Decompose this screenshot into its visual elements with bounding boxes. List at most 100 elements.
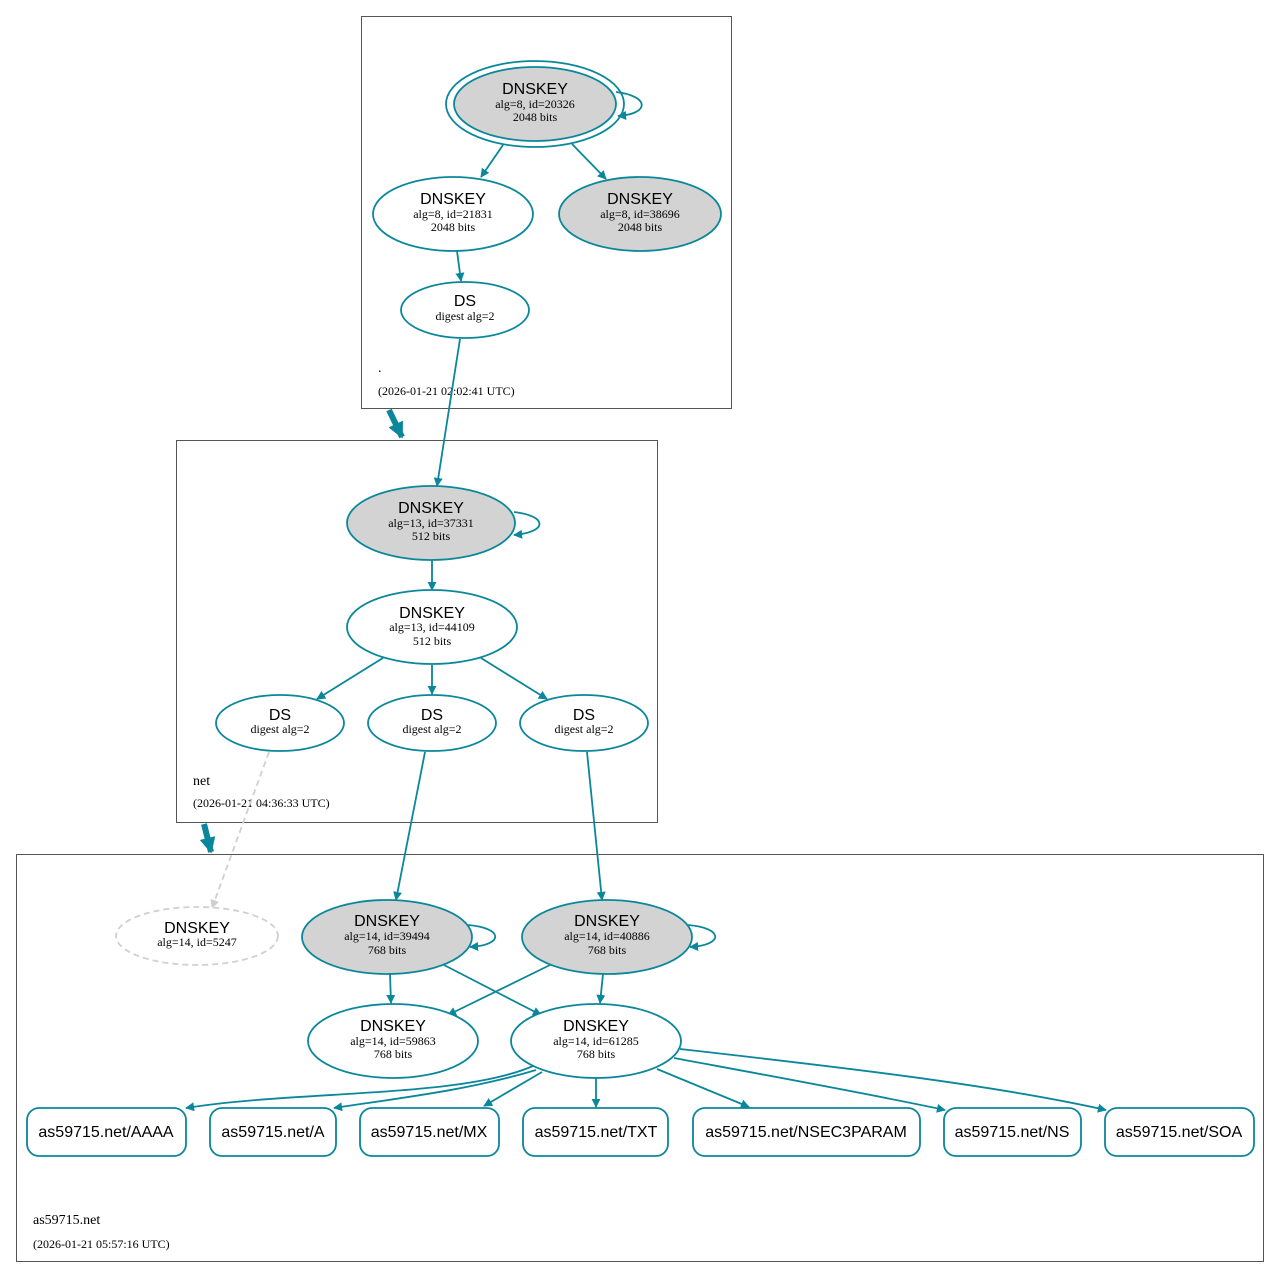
ds-node-net-2: DS digest alg=2: [367, 694, 497, 752]
edge-zsk2-ns: [673, 1057, 946, 1113]
ds-node-net-3: DS digest alg=2: [519, 694, 649, 752]
node-title: DNSKEY: [399, 605, 465, 622]
node-ellipse: [115, 906, 279, 966]
node-bits: 2048 bits: [618, 220, 663, 234]
node-alg-id: alg=14, id=39494: [344, 929, 430, 943]
node-ellipse: [215, 694, 345, 752]
rrset-label: as59715.net/AAAA: [38, 1124, 174, 1141]
edge-dom-ksk1-self: [467, 924, 497, 952]
node-alg-id: alg=14, id=5247: [157, 935, 237, 949]
rrset-box: [209, 1107, 337, 1157]
node-ellipse: [346, 485, 516, 561]
dnskey-node-net-zsk: DNSKEY alg=13, id=44109 512 bits: [346, 589, 518, 665]
node-title: DNSKEY: [398, 500, 464, 517]
node-bits: 768 bits: [368, 943, 407, 957]
node-ellipse: [367, 694, 497, 752]
node-digest: digest alg=2: [402, 722, 461, 736]
rrset-node-aaaa: as59715.net/AAAA: [26, 1107, 187, 1157]
delegation-arrow-root-net: [386, 408, 405, 439]
zone-root-timestamp: (2026-01-21 02:02:41 UTC): [378, 384, 515, 398]
node-alg-id: alg=14, id=40886: [564, 929, 650, 943]
dnskey-node-domain-ksk2: DNSKEY alg=14, id=40886 768 bits: [521, 899, 693, 975]
rrset-label: as59715.net/SOA: [1116, 1124, 1243, 1141]
rrset-label: as59715.net/NSEC3PARAM: [705, 1124, 907, 1141]
edge-root-ds-net-ksk: [433, 338, 461, 487]
ds-node-root: DS digest alg=2: [400, 281, 530, 339]
delegation-arrow-net-domain: [199, 823, 216, 854]
zone-domain: as59715.net (2026-01-21 05:57:16 UTC): [16, 854, 1264, 1262]
node-ellipse: [558, 176, 722, 252]
rrset-node-txt: as59715.net/TXT: [522, 1107, 669, 1157]
node-ellipse: [372, 176, 534, 252]
edge-dom-ksk1-zsk1: [386, 973, 396, 1004]
node-digest: digest alg=2: [435, 309, 494, 323]
node-ellipse: [510, 1003, 682, 1079]
edge-net-zsk-ds3: [480, 657, 548, 700]
rrset-node-ns: as59715.net/NS: [943, 1107, 1082, 1157]
node-ellipse: [453, 66, 617, 142]
edge-net-ds3-dom-ksk2: [586, 751, 606, 901]
edge-dom-ksk1-zsk2: [443, 964, 542, 1016]
node-digest: digest alg=2: [250, 722, 309, 736]
zone-domain-box: [16, 854, 1264, 1262]
zone-root-name: .: [378, 361, 382, 376]
rrset-box: [943, 1107, 1082, 1157]
rrset-label: as59715.net/TXT: [535, 1124, 658, 1141]
node-bits: 2048 bits: [431, 220, 476, 234]
edge-zsk2-aaaa: [185, 1065, 534, 1112]
rrset-label: as59715.net/A: [221, 1124, 325, 1141]
rrset-node-mx: as59715.net/MX: [359, 1107, 500, 1157]
node-alg-id: alg=8, id=20326: [495, 97, 575, 111]
node-alg-id: alg=8, id=21831: [413, 207, 493, 221]
edge-root-zsk1-ds: [455, 250, 465, 282]
node-bits: 768 bits: [577, 1047, 616, 1061]
node-bits: 768 bits: [588, 943, 627, 957]
rrset-box: [26, 1107, 187, 1157]
node-title: DNSKEY: [502, 81, 568, 98]
node-ellipse: [400, 281, 530, 339]
dnskey-node-domain-ksk1: DNSKEY alg=14, id=39494 768 bits: [301, 899, 473, 975]
rrset-box: [359, 1107, 500, 1157]
node-title: DNSKEY: [607, 191, 673, 208]
node-alg-id: alg=14, id=59863: [350, 1034, 436, 1048]
zone-root: . (2026-01-21 02:02:41 UTC): [361, 16, 732, 409]
node-title: DNSKEY: [420, 191, 486, 208]
node-ellipse: [519, 694, 649, 752]
edge-zsk2-mx: [483, 1071, 543, 1107]
edge-net-ksk-self: [513, 511, 541, 539]
rrset-node-soa: as59715.net/SOA: [1104, 1107, 1255, 1157]
edge-dom-ksk2-zsk2: [596, 973, 606, 1004]
dnskey-node-domain-missing: DNSKEY alg=14, id=5247: [115, 906, 279, 966]
node-title: DNSKEY: [164, 920, 230, 937]
dnskey-node-root-zsk1: DNSKEY alg=8, id=21831 2048 bits: [372, 176, 534, 252]
zone-net-timestamp: (2026-01-21 04:36:33 UTC): [193, 796, 330, 810]
dnskey-node-root-ksk: DNSKEY alg=8, id=20326 2048 bits: [445, 60, 625, 148]
node-ellipse: [521, 899, 693, 975]
edge-net-ds2-dom-ksk1: [393, 751, 426, 901]
node-title: DS: [269, 707, 291, 724]
edge-root-ksk-self: [615, 91, 643, 120]
rrset-box: [522, 1107, 669, 1157]
dnskey-node-domain-zsk1: DNSKEY alg=14, id=59863 768 bits: [307, 1003, 479, 1079]
rrset-label: as59715.net/MX: [371, 1124, 488, 1141]
edge-zsk2-nsec3param: [656, 1068, 750, 1109]
dnskey-node-domain-zsk2: DNSKEY alg=14, id=61285 768 bits: [510, 1003, 682, 1079]
node-alg-id: alg=14, id=61285: [553, 1034, 639, 1048]
node-bits: 512 bits: [412, 529, 451, 543]
zone-root-box: [361, 16, 732, 409]
node-bits: 768 bits: [374, 1047, 413, 1061]
node-title: DNSKEY: [574, 913, 640, 930]
rrset-box: [1104, 1107, 1255, 1157]
node-ellipse: [301, 899, 473, 975]
zone-net-box: [176, 440, 658, 823]
node-alg-id: alg=13, id=44109: [389, 620, 475, 634]
ds-node-net-1: DS digest alg=2: [215, 694, 345, 752]
node-title: DNSKEY: [360, 1018, 426, 1035]
rrset-label: as59715.net/NS: [955, 1124, 1070, 1141]
node-ellipse: [307, 1003, 479, 1079]
node-title: DS: [421, 707, 443, 724]
node-bits: 2048 bits: [513, 110, 558, 124]
rrset-node-a: as59715.net/A: [209, 1107, 337, 1157]
edge-root-ksk-zsk2: [571, 143, 607, 180]
